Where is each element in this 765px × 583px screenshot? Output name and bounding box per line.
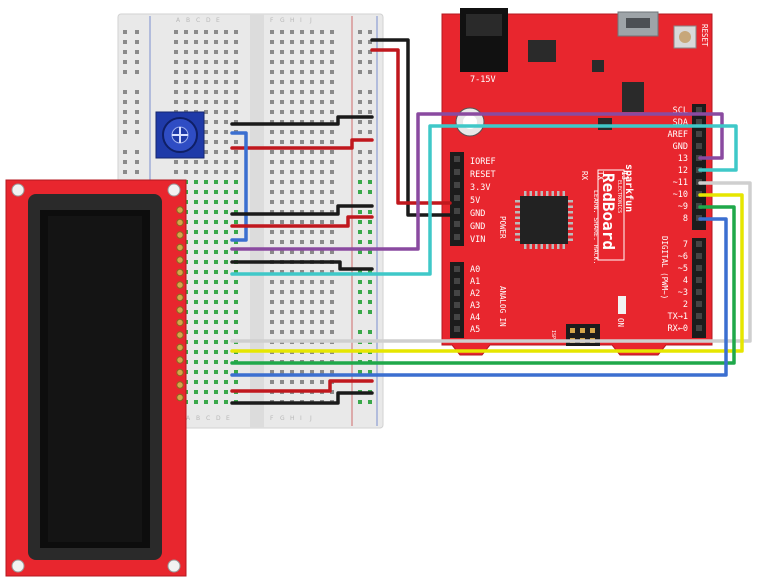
pin-label: AREF bbox=[668, 130, 688, 140]
top-pin-labels: SCL SDA AREF GND 13 12 ~11 ~10 ~9 8 bbox=[668, 106, 688, 224]
power-header-label: POWER bbox=[498, 216, 507, 239]
bb-letter: C bbox=[196, 17, 200, 24]
pin-label: GND bbox=[470, 209, 485, 219]
power-pin-labels: IOREF RESET 3.3V 5V GND GND VIN bbox=[470, 157, 496, 245]
wire-purple[interactable] bbox=[230, 112, 724, 251]
wires bbox=[230, 38, 752, 405]
wire-black-bottom[interactable] bbox=[230, 391, 374, 405]
pin-label: A4 bbox=[470, 313, 480, 323]
chip-pins bbox=[515, 191, 573, 249]
pin-label: ~11 bbox=[673, 178, 688, 188]
pin-label: SDA bbox=[673, 118, 688, 128]
wire-red-bottom[interactable] bbox=[230, 379, 374, 393]
analog-pin-labels: A0 A1 A2 A3 A4 A5 bbox=[470, 265, 480, 335]
pin-label: ~3 bbox=[678, 288, 688, 298]
pin-label: A5 bbox=[470, 325, 480, 335]
breadboard-letters-top: A B C D E F G H I J bbox=[176, 17, 312, 24]
bb-letter: H bbox=[290, 415, 295, 422]
pin-label: SCL bbox=[673, 106, 688, 116]
pin-label: A0 bbox=[470, 265, 480, 275]
bb-letter: A bbox=[186, 415, 191, 422]
bb-letter: G bbox=[280, 415, 285, 422]
wire-green[interactable] bbox=[230, 205, 736, 365]
pin-label: 13 bbox=[678, 154, 688, 164]
header-digital bbox=[692, 238, 706, 338]
pin-label: 3.3V bbox=[470, 183, 490, 193]
bb-letter: J bbox=[309, 415, 312, 422]
pin-label: 7 bbox=[683, 240, 688, 250]
pin-label: IOREF bbox=[470, 157, 496, 167]
brand-sub: ELECTRONICS bbox=[616, 180, 622, 213]
wire-red-lcd[interactable] bbox=[230, 215, 374, 228]
analog-header-label: ANALOG IN bbox=[498, 286, 507, 327]
pin-label: GND bbox=[673, 142, 688, 152]
pin-label: 2 bbox=[683, 300, 688, 310]
redboard: 7-15V RESET RX TX 13 sparkfun ELECTRONIC… bbox=[441, 8, 713, 356]
pin-label: 5V bbox=[470, 196, 480, 206]
potentiometer[interactable] bbox=[155, 111, 205, 159]
bb-letter: E bbox=[226, 415, 230, 422]
pin-label: A1 bbox=[470, 277, 480, 287]
wire-blue-data[interactable] bbox=[230, 217, 728, 377]
bb-letter: G bbox=[280, 17, 285, 24]
bb-letter: E bbox=[216, 17, 220, 24]
wire-black-pot[interactable] bbox=[230, 115, 374, 126]
wire-black-rw[interactable] bbox=[230, 260, 374, 271]
pin-label: A3 bbox=[470, 301, 480, 311]
wire-white[interactable] bbox=[230, 181, 752, 343]
pin-label: VIN bbox=[470, 235, 485, 245]
bb-letter: F bbox=[270, 415, 274, 422]
isp-label: ISP bbox=[550, 330, 556, 339]
bb-letter: H bbox=[290, 17, 295, 24]
brand-main: RedBoard bbox=[599, 173, 618, 250]
lcd-pins bbox=[176, 206, 184, 402]
bb-letter: J bbox=[309, 17, 312, 24]
reset-label: RESET bbox=[700, 24, 709, 47]
pin-label: ~10 bbox=[673, 190, 688, 200]
pin-label: 8 bbox=[683, 214, 688, 224]
bb-letter: F bbox=[270, 17, 274, 24]
wire-cyan[interactable] bbox=[230, 124, 738, 276]
bb-letter: D bbox=[206, 17, 211, 24]
bb-letter: B bbox=[196, 415, 200, 422]
led-label-tx: TX bbox=[596, 171, 605, 181]
pin-label: ~9 bbox=[678, 202, 688, 212]
brand-tagline: LEARN. SHARE. HACK. bbox=[592, 190, 600, 264]
header-analog bbox=[450, 262, 464, 338]
wire-red-pot[interactable] bbox=[230, 138, 374, 150]
lcd-display bbox=[5, 179, 187, 577]
wire-yellow[interactable] bbox=[230, 193, 744, 353]
bb-letter: B bbox=[186, 17, 190, 24]
wire-red-5v[interactable] bbox=[370, 48, 452, 205]
pin-label: TX→1 bbox=[668, 312, 688, 322]
breadboard-letters-bottom: A B C D E F G H I J bbox=[186, 415, 312, 422]
pin-label: A2 bbox=[470, 289, 480, 299]
wire-blue-pot[interactable] bbox=[230, 131, 248, 242]
pin-label: 12 bbox=[678, 166, 688, 176]
barrel-voltage-label: 7-15V bbox=[470, 75, 496, 85]
bb-letter: D bbox=[216, 415, 221, 422]
brand-small: sparkfun bbox=[623, 164, 634, 212]
bb-letter: I bbox=[300, 415, 302, 422]
pin-label: RX←0 bbox=[668, 324, 688, 334]
on-label: ON bbox=[616, 318, 625, 327]
digital-pin-labels: 7 ~6 ~5 4 ~3 2 TX→1 RX←0 bbox=[668, 240, 688, 334]
digital-header-label: DIGITAL (PWM~) bbox=[660, 236, 669, 299]
pin-label: ~6 bbox=[678, 252, 688, 262]
microcontroller-chip bbox=[520, 196, 568, 244]
bb-letter: A bbox=[176, 17, 181, 24]
led-label-rx: RX bbox=[580, 171, 589, 181]
bb-letter: I bbox=[300, 17, 302, 24]
pin-label: ~5 bbox=[678, 264, 688, 274]
bb-letter: C bbox=[206, 415, 210, 422]
pin-label: RESET bbox=[470, 170, 496, 180]
pin-label: 4 bbox=[683, 276, 688, 286]
pin-label: GND bbox=[470, 222, 485, 232]
wire-black-lcd[interactable] bbox=[230, 204, 374, 216]
